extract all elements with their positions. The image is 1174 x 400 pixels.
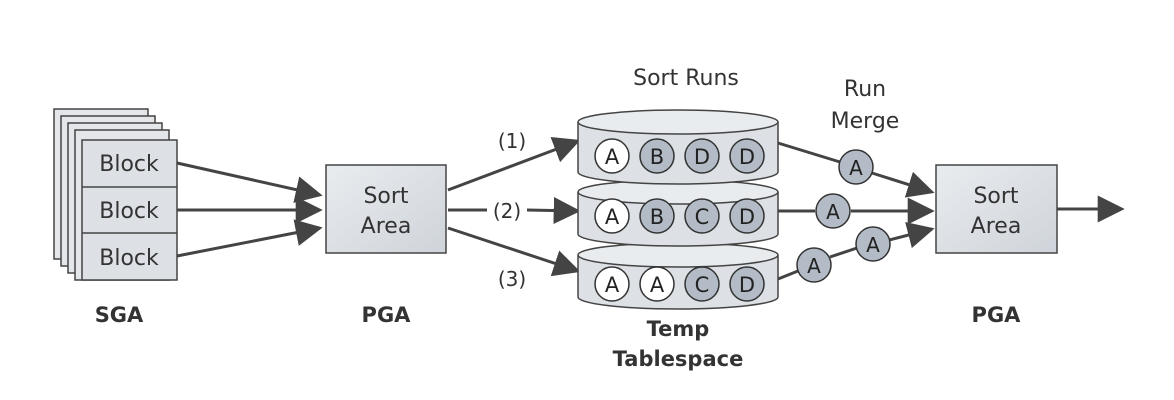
run-3-cell-2-letter: A bbox=[650, 273, 665, 297]
sga-block-3: Block bbox=[99, 246, 159, 271]
run-merge-arrows bbox=[777, 141, 935, 281]
run-3-cell-3-letter: C bbox=[695, 273, 710, 297]
pga-sort-area-left bbox=[325, 164, 447, 254]
run-2-cell-3: C bbox=[684, 198, 720, 234]
run-merge-line2: Merge bbox=[831, 109, 900, 134]
pga-right-line2: Area bbox=[971, 214, 1022, 239]
merge-token-3: A bbox=[796, 247, 832, 283]
merge-token-1-letter: A bbox=[849, 156, 863, 180]
pga-right-label: PGA bbox=[972, 303, 1022, 327]
run-label-3: (3) bbox=[498, 267, 526, 291]
pga-left-label: PGA bbox=[362, 303, 412, 327]
run-3-cell-3: C bbox=[684, 266, 720, 302]
pga-right-line1: Sort bbox=[973, 184, 1018, 209]
sga-label: SGA bbox=[95, 303, 144, 327]
run-3-cell-1-letter: A bbox=[605, 273, 620, 297]
run-label-1: (1) bbox=[498, 129, 526, 153]
merge-token-3-letter: A bbox=[807, 254, 821, 278]
run-1-cell-1-letter: A bbox=[605, 145, 620, 169]
merge-token-2: A bbox=[815, 193, 851, 229]
pga-sort-area-right bbox=[935, 164, 1058, 254]
run-2-cell-2-letter: B bbox=[650, 205, 664, 229]
run-cells: A B D D A B C D A A C D bbox=[594, 138, 765, 302]
merge-token-4: A bbox=[855, 226, 891, 262]
merge-token-2-letter: A bbox=[826, 200, 840, 224]
pga-left-line1: Sort bbox=[363, 184, 408, 209]
sga-block-stack: Block Block Block bbox=[53, 108, 178, 281]
run-2-cell-4-letter: D bbox=[739, 205, 755, 229]
temp-tablespace-line2: Tablespace bbox=[613, 347, 744, 371]
run-label-2: (2) bbox=[493, 199, 521, 223]
sga-block-1: Block bbox=[99, 152, 159, 177]
run-merge-line1: Run bbox=[844, 77, 886, 102]
run-2-cell-3-letter: C bbox=[695, 205, 710, 229]
run-2-cell-1-letter: A bbox=[605, 205, 620, 229]
temp-tablespace-line1: Temp bbox=[647, 317, 710, 341]
run-1-cell-2: B bbox=[639, 138, 675, 174]
merge-token-4-letter: A bbox=[866, 233, 880, 257]
run-1-cell-3-letter: D bbox=[694, 145, 710, 169]
run-1-cell-3: D bbox=[684, 138, 720, 174]
run-3-cell-4: D bbox=[729, 266, 765, 302]
sort-runs-title: Sort Runs bbox=[633, 66, 739, 91]
run-1-cell-1: A bbox=[594, 138, 630, 174]
run-2-cell-2: B bbox=[639, 198, 675, 234]
run-1-cell-4: D bbox=[729, 138, 765, 174]
run-3-cell-2: A bbox=[639, 266, 675, 302]
run-2-cell-1: A bbox=[594, 198, 630, 234]
run-2-cell-4: D bbox=[729, 198, 765, 234]
temp-tablespace-cylinders bbox=[577, 109, 779, 310]
sga-block-2: Block bbox=[99, 199, 159, 224]
pga-to-run-arrows bbox=[447, 136, 581, 277]
run-3-cell-4-letter: D bbox=[739, 273, 755, 297]
run-1-cell-4-letter: D bbox=[739, 145, 755, 169]
pga-left-line2: Area bbox=[361, 214, 412, 239]
run-1-cell-2-letter: B bbox=[650, 145, 664, 169]
block-to-pga-arrows bbox=[176, 161, 323, 258]
run-3-cell-1: A bbox=[594, 266, 630, 302]
merge-token-1: A bbox=[838, 149, 874, 185]
